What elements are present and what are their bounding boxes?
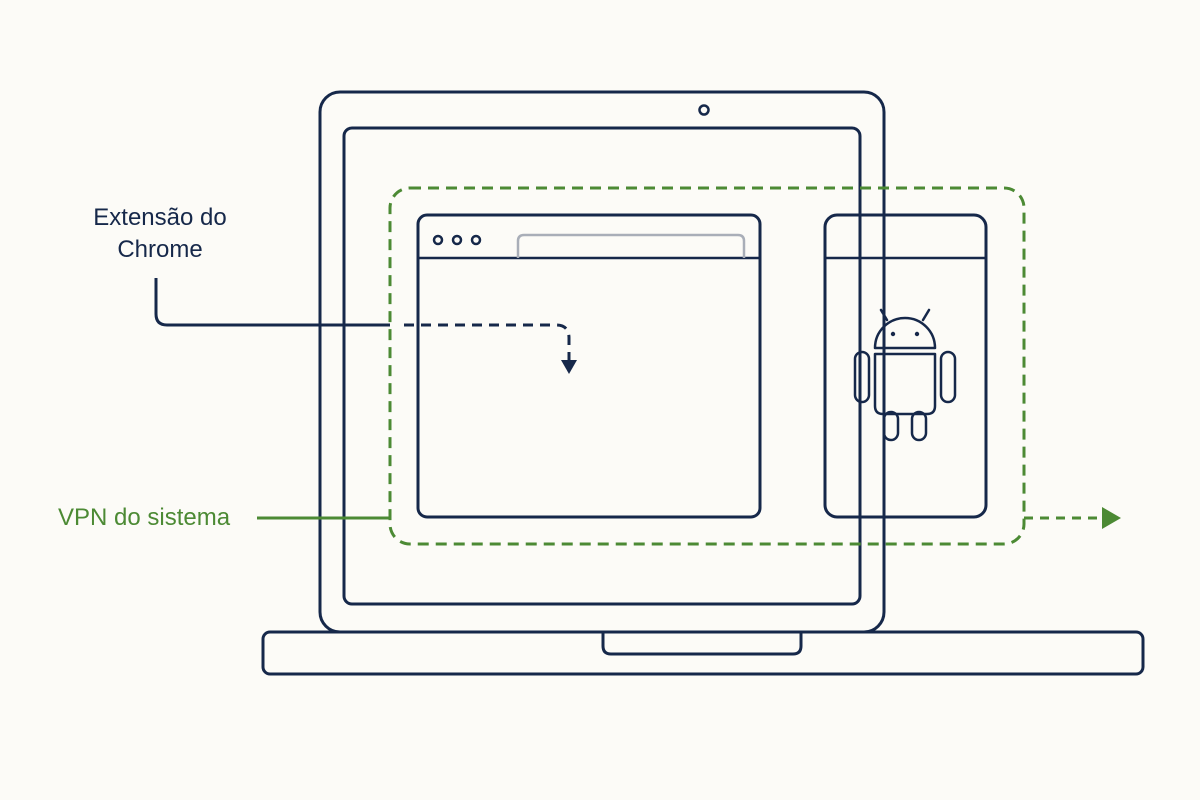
- android-leg-right: [910, 410, 928, 442]
- laptop-lid: [318, 90, 886, 634]
- android-antenna-left: [879, 308, 889, 322]
- phone-frame: [823, 213, 988, 519]
- browser-dot-1: [432, 234, 444, 246]
- extension-label: Extensão do Chrome: [70, 202, 250, 266]
- phone-icon: [823, 213, 988, 519]
- android-head: [873, 316, 937, 350]
- android-antenna-right: [921, 308, 931, 322]
- webcam-icon: [698, 104, 710, 116]
- browser-dot-2: [451, 234, 463, 246]
- browser-frame: [416, 213, 762, 519]
- android-robot-icon: [853, 308, 957, 442]
- extension-connector: [154, 278, 390, 327]
- address-bar: [516, 233, 746, 258]
- extension-label-line2: Chrome: [117, 236, 203, 263]
- extension-dashed-path: [404, 323, 571, 360]
- browser-dot-3: [470, 234, 482, 246]
- vpn-boundary: [388, 186, 1026, 546]
- android-eye-left: [890, 331, 896, 337]
- vpn-label: VPN do sistema: [58, 504, 231, 531]
- android-arm-right: [939, 350, 957, 404]
- browser-window-icon: [416, 213, 762, 519]
- extension-arrowhead: [561, 360, 577, 374]
- android-arm-left: [853, 350, 871, 404]
- vpn-exit-arrowhead: [1102, 507, 1121, 529]
- android-eye-right: [914, 331, 920, 337]
- android-body: [873, 352, 937, 416]
- laptop-screen: [342, 126, 862, 606]
- laptop-icon: [261, 90, 1145, 676]
- android-leg-left: [882, 410, 900, 442]
- laptop-notch: [601, 633, 803, 656]
- extension-label-line1: Extensão do: [93, 204, 227, 231]
